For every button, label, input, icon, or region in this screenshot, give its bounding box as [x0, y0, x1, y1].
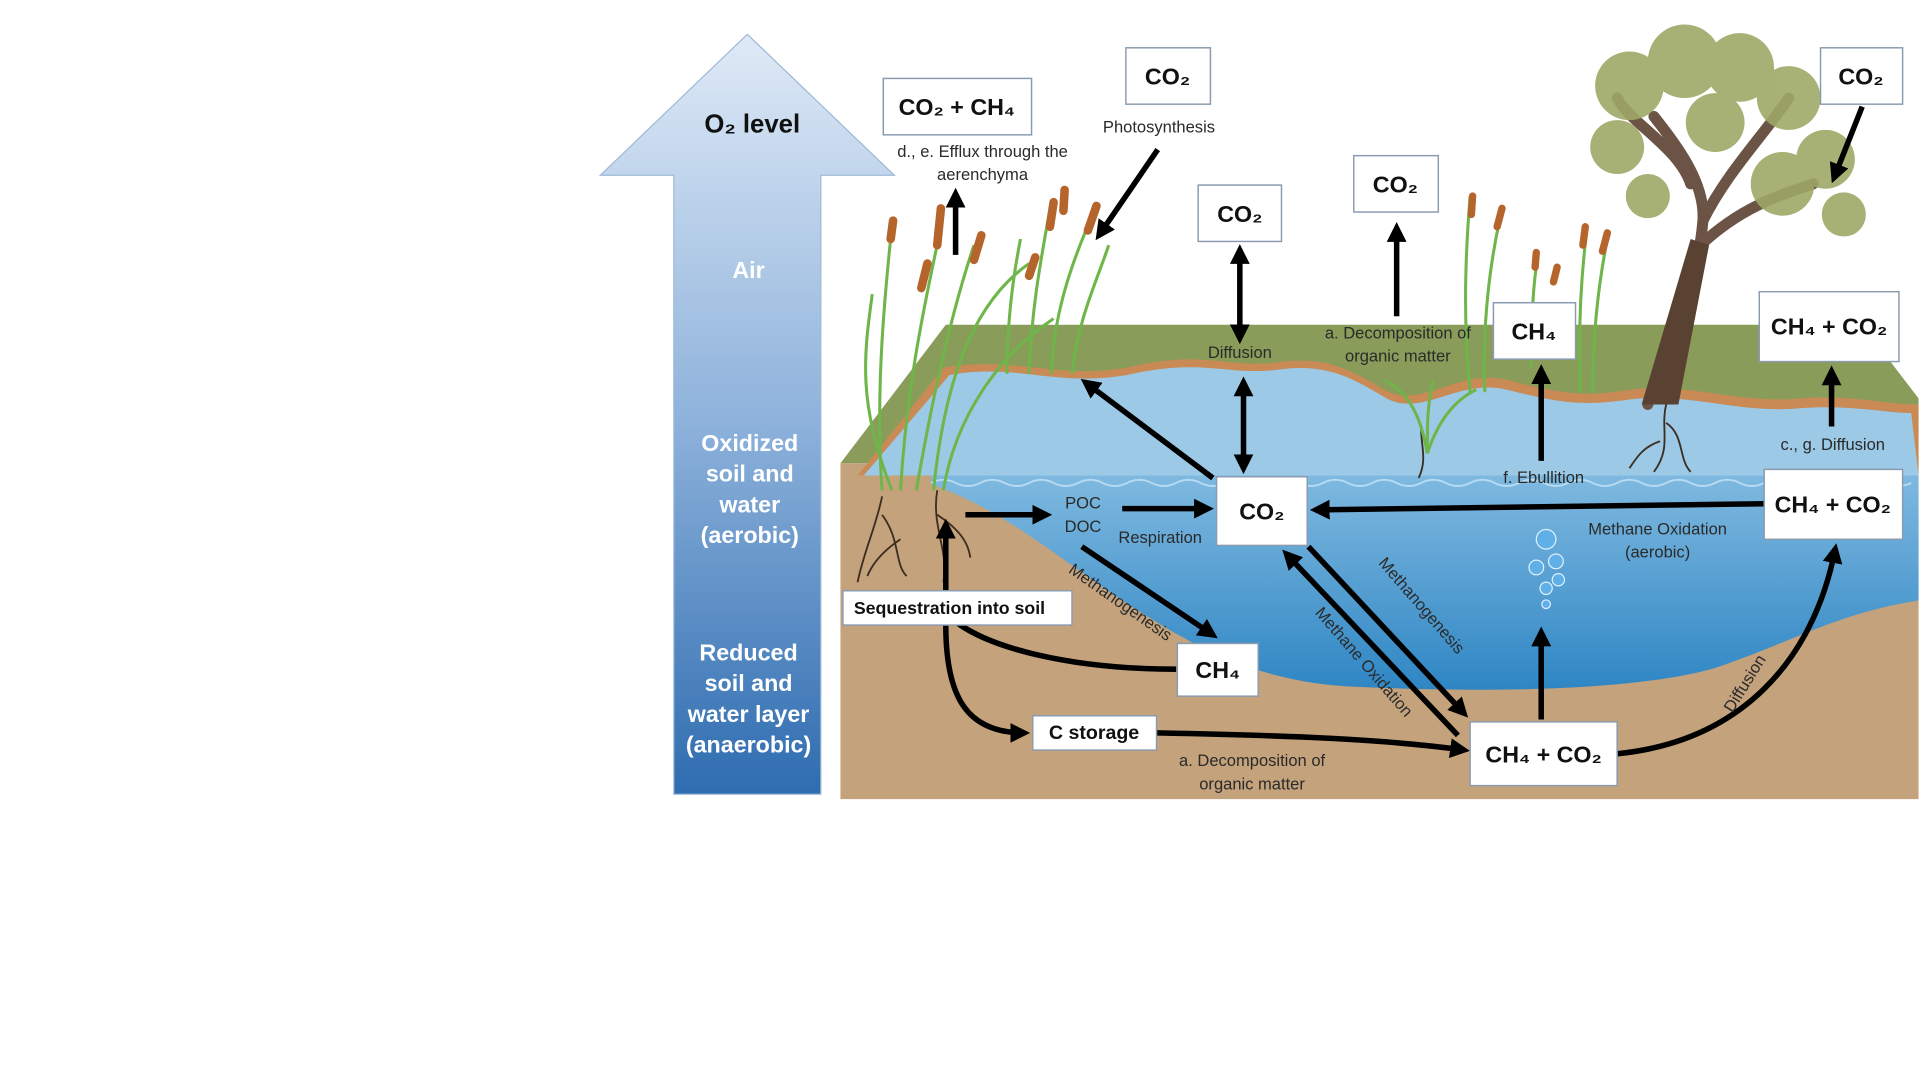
arrow-diffusion-curve — [1616, 543, 1843, 757]
zone-reduced-3: water layer — [687, 701, 810, 727]
arrow-methanogenesis-right — [1306, 544, 1469, 718]
zone-oxidized-2: soil and — [706, 461, 794, 487]
box-diffusion-co2: CO₂ — [1197, 184, 1283, 243]
svg-text:C storage: C storage — [1049, 722, 1139, 744]
label-cg-diffusion: c., g. Diffusion — [1781, 435, 1885, 454]
label-respiration: Respiration — [1118, 528, 1202, 547]
zone-oxidized-3: water — [718, 491, 780, 517]
cattail-reeds-icon — [864, 185, 1111, 491]
arrow-methane-oxidation-aerobic — [1309, 499, 1765, 520]
svg-text:CH₄: CH₄ — [1512, 318, 1557, 344]
zone-reduced-4: (anaerobic) — [686, 732, 811, 758]
box-efflux-co2-ch4: CO₂ + CH₄ — [882, 77, 1033, 136]
water-surface — [863, 367, 1919, 476]
box-tree-co2: CO₂ — [1819, 47, 1904, 105]
box-ebullition-ch4: CH₄ — [1492, 301, 1577, 360]
roots-icon — [856, 404, 1692, 583]
svg-text:CO₂: CO₂ — [1239, 499, 1284, 525]
svg-text:CH₄ + CO₂: CH₄ + CO₂ — [1771, 314, 1887, 340]
water-body — [931, 475, 1919, 690]
label-decomposition-top-1: a. Decomposition of — [1325, 323, 1471, 342]
box-lower-ch4: CH₄ — [1176, 642, 1259, 697]
label-diffusion: Diffusion — [1208, 343, 1272, 362]
flux-arrows — [935, 105, 1865, 759]
box-center-co2: CO₂ — [1215, 476, 1308, 547]
svg-text:CO₂: CO₂ — [1838, 64, 1883, 90]
svg-text:CO₂: CO₂ — [1217, 201, 1262, 227]
arrow-to-c-storage — [943, 625, 1031, 743]
svg-text:CH₄: CH₄ — [1195, 657, 1240, 683]
svg-text:CO₂ + CH₄: CO₂ + CH₄ — [899, 94, 1015, 120]
label-poc: POC — [1065, 494, 1101, 513]
arrow-methanogenesis-left — [1080, 544, 1218, 639]
arrow-methane-oxidation — [1282, 549, 1460, 738]
box-right-top-ch4-co2: CH₄ + CO₂ — [1758, 290, 1900, 363]
bubbles-icon — [1528, 528, 1566, 610]
tree-icon — [1590, 24, 1866, 410]
arrow-photosynthesis — [1095, 147, 1161, 241]
arrow-c-storage-decomposition — [1156, 730, 1470, 759]
label-efflux-1: d., e. Efflux through the — [897, 142, 1068, 161]
svg-text:Sequestration into soil: Sequestration into soil — [854, 598, 1045, 618]
label-decomposition-bottom-2: organic matter — [1199, 774, 1305, 793]
label-decomposition-top-2: organic matter — [1345, 347, 1451, 366]
water-ripples — [930, 478, 1912, 487]
svg-text:CH₄ + CO₂: CH₄ + CO₂ — [1775, 491, 1891, 517]
label-ebullition: f. Ebullition — [1503, 468, 1584, 487]
label-doc: DOC — [1065, 517, 1102, 536]
label-decomposition-bottom-1: a. Decomposition of — [1179, 751, 1325, 770]
label-methane-oxidation-aerobic-2: (aerobic) — [1625, 543, 1690, 562]
box-decomposition-co2: CO₂ — [1353, 154, 1440, 213]
o2-level-title: O₂ level — [704, 110, 800, 138]
zone-reduced-2: soil and — [705, 670, 793, 696]
arrow-co2-to-plants — [1080, 378, 1215, 481]
label-efflux-2: aerenchyma — [937, 165, 1029, 184]
wetland-landscape — [840, 324, 1919, 800]
box-bottom-ch4-co2: CH₄ + CO₂ — [1469, 721, 1618, 787]
zone-reduced-1: Reduced — [699, 640, 797, 666]
zone-oxidized-1: Oxidized — [701, 430, 798, 456]
box-sequestration: Sequestration into soil — [842, 590, 1073, 626]
box-c-storage: C storage — [1032, 715, 1158, 751]
zone-oxidized-4: (aerobic) — [701, 522, 799, 548]
o2-level-arrow: O₂ level Air Oxidized soil and water (ae… — [598, 33, 896, 795]
svg-text:CO₂: CO₂ — [1145, 64, 1190, 90]
box-photosynthesis-co2: CO₂ — [1125, 47, 1212, 105]
reeds-middle-icon — [1383, 192, 1612, 454]
svg-text:CH₄ + CO₂: CH₄ + CO₂ — [1485, 741, 1601, 767]
svg-text:CO₂: CO₂ — [1373, 171, 1418, 197]
arrow-tree-uptake — [1829, 105, 1865, 184]
zone-air: Air — [732, 257, 764, 283]
box-right-mid-ch4-co2: CH₄ + CO₂ — [1763, 468, 1904, 541]
label-photosynthesis: Photosynthesis — [1103, 117, 1215, 136]
label-methane-oxidation-aerobic-1: Methane Oxidation — [1588, 519, 1727, 538]
